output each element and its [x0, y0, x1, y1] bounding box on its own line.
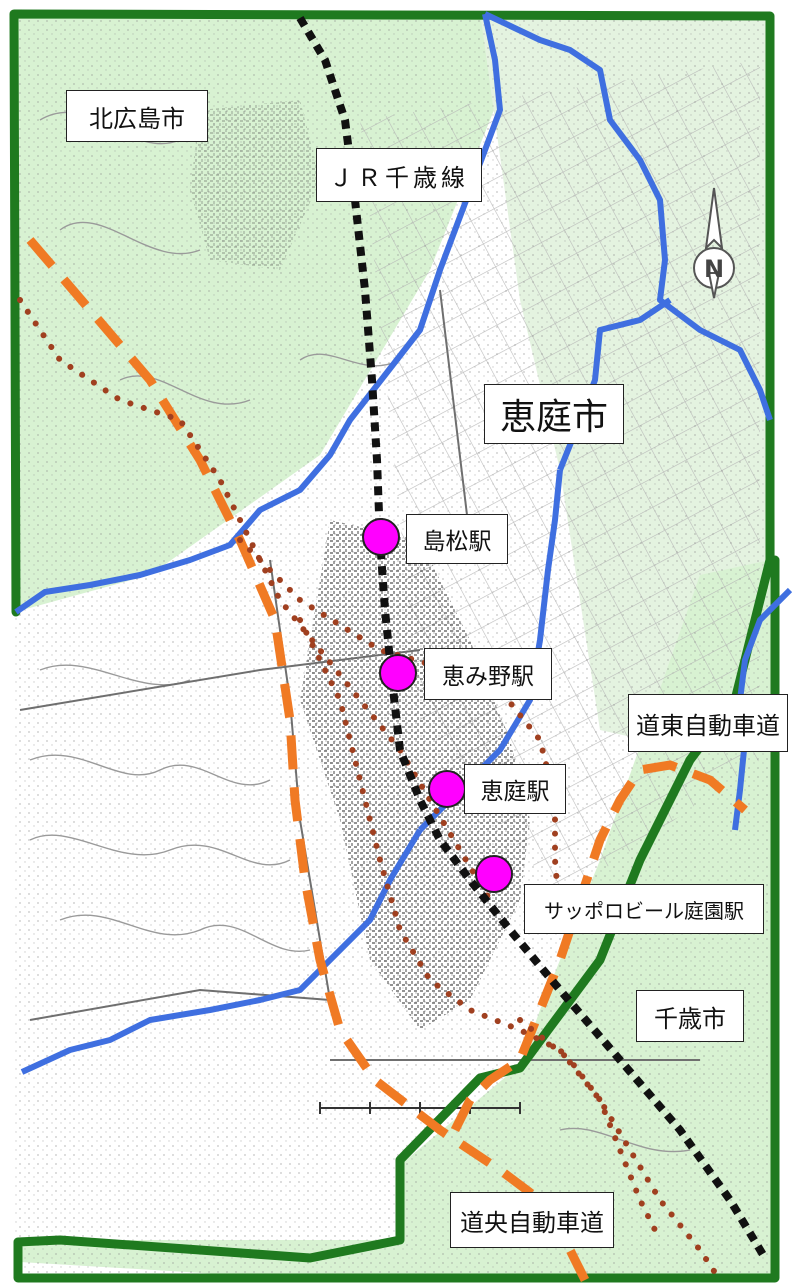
label-doou-expressway: 道央自動車道: [450, 1192, 614, 1248]
label-eniwa-city: 恵庭市: [484, 384, 624, 444]
station-marker-shimamatsu: [362, 518, 400, 556]
label-station-eniwa: 恵庭駅: [464, 764, 566, 814]
label-station-megumino: 恵み野駅: [424, 648, 552, 700]
label-station-sapporo-beer-teien: サッポロビール庭園駅: [524, 884, 764, 934]
river-east: [483, 11, 773, 421]
station-marker-megumino: [379, 654, 417, 692]
label-station-shimamatsu: 島松駅: [406, 514, 508, 564]
dotted-roads: [17, 297, 723, 1283]
kitahiroshima-town-pattern: [190, 100, 320, 270]
station-marker-eniwa: [428, 770, 466, 808]
station-marker-sapporo-beer-teien: [475, 855, 513, 893]
north-arrow-icon: N: [693, 187, 735, 299]
terrain-contours: [29, 111, 691, 1153]
label-dotou-expressway: 道東自動車道: [628, 694, 788, 752]
label-kitahiroshima-city: 北広島市: [66, 90, 208, 142]
river-lower: [20, 828, 423, 1075]
label-jr-chitose-line: ＪＲ千歳線: [316, 148, 482, 202]
doou-expressway-line: [26, 237, 590, 1283]
north-arrow-letter: N: [704, 255, 724, 283]
label-chitose-city: 千歳市: [636, 990, 744, 1042]
jr-chitose-line-track: [296, 15, 769, 1261]
